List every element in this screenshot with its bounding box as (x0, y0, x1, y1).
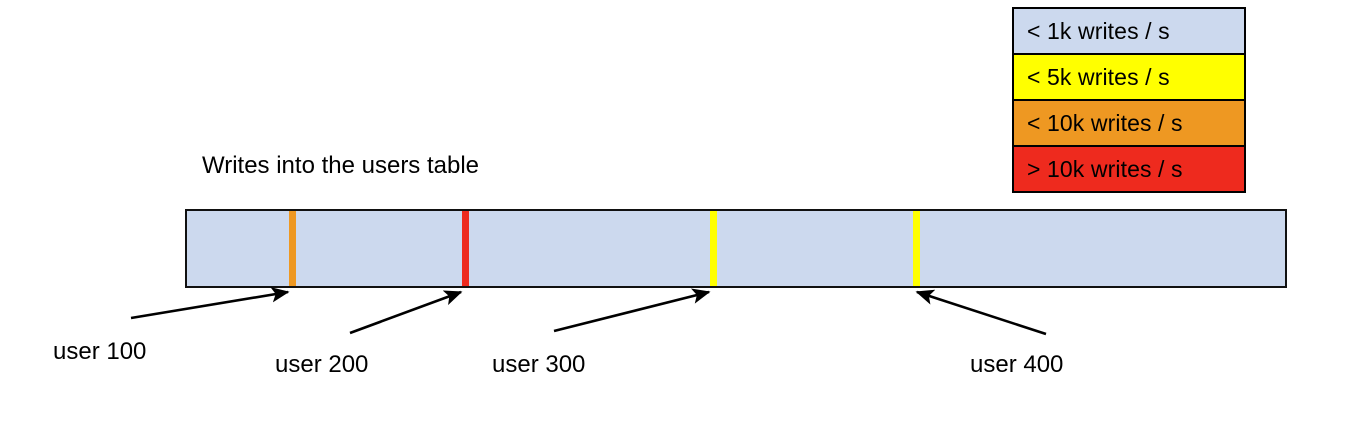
label-user-300: user 300 (492, 351, 586, 378)
legend-band-over-10k: > 10k writes / s (1012, 145, 1246, 193)
users-table-band (185, 209, 1287, 288)
legend-label-under-10k: < 10k writes / s (1027, 109, 1183, 136)
write-rate-legend: < 1k writes / s < 5k writes / s < 10k wr… (1012, 7, 1246, 193)
legend-label-under-1k: < 1k writes / s (1027, 17, 1170, 44)
arrow-user-100 (130, 287, 290, 320)
marker-user-100 (289, 211, 296, 286)
legend-band-under-1k: < 1k writes / s (1012, 7, 1246, 55)
label-user-200: user 200 (275, 351, 369, 378)
chart-title: Writes into the users table (202, 152, 480, 179)
label-user-100: user 100 (53, 338, 147, 365)
legend-band-under-10k: < 10k writes / s (1012, 99, 1246, 147)
legend-label-over-10k: > 10k writes / s (1027, 155, 1183, 182)
marker-user-300 (710, 211, 717, 286)
legend-label-under-5k: < 5k writes / s (1027, 63, 1170, 90)
arrow-user-300 (553, 288, 711, 333)
label-user-400: user 400 (970, 351, 1064, 378)
marker-user-400 (913, 211, 920, 286)
marker-user-200 (462, 211, 469, 286)
arrow-user-200 (349, 290, 463, 335)
legend-band-under-5k: < 5k writes / s (1012, 53, 1246, 101)
arrow-user-400 (915, 289, 1047, 336)
